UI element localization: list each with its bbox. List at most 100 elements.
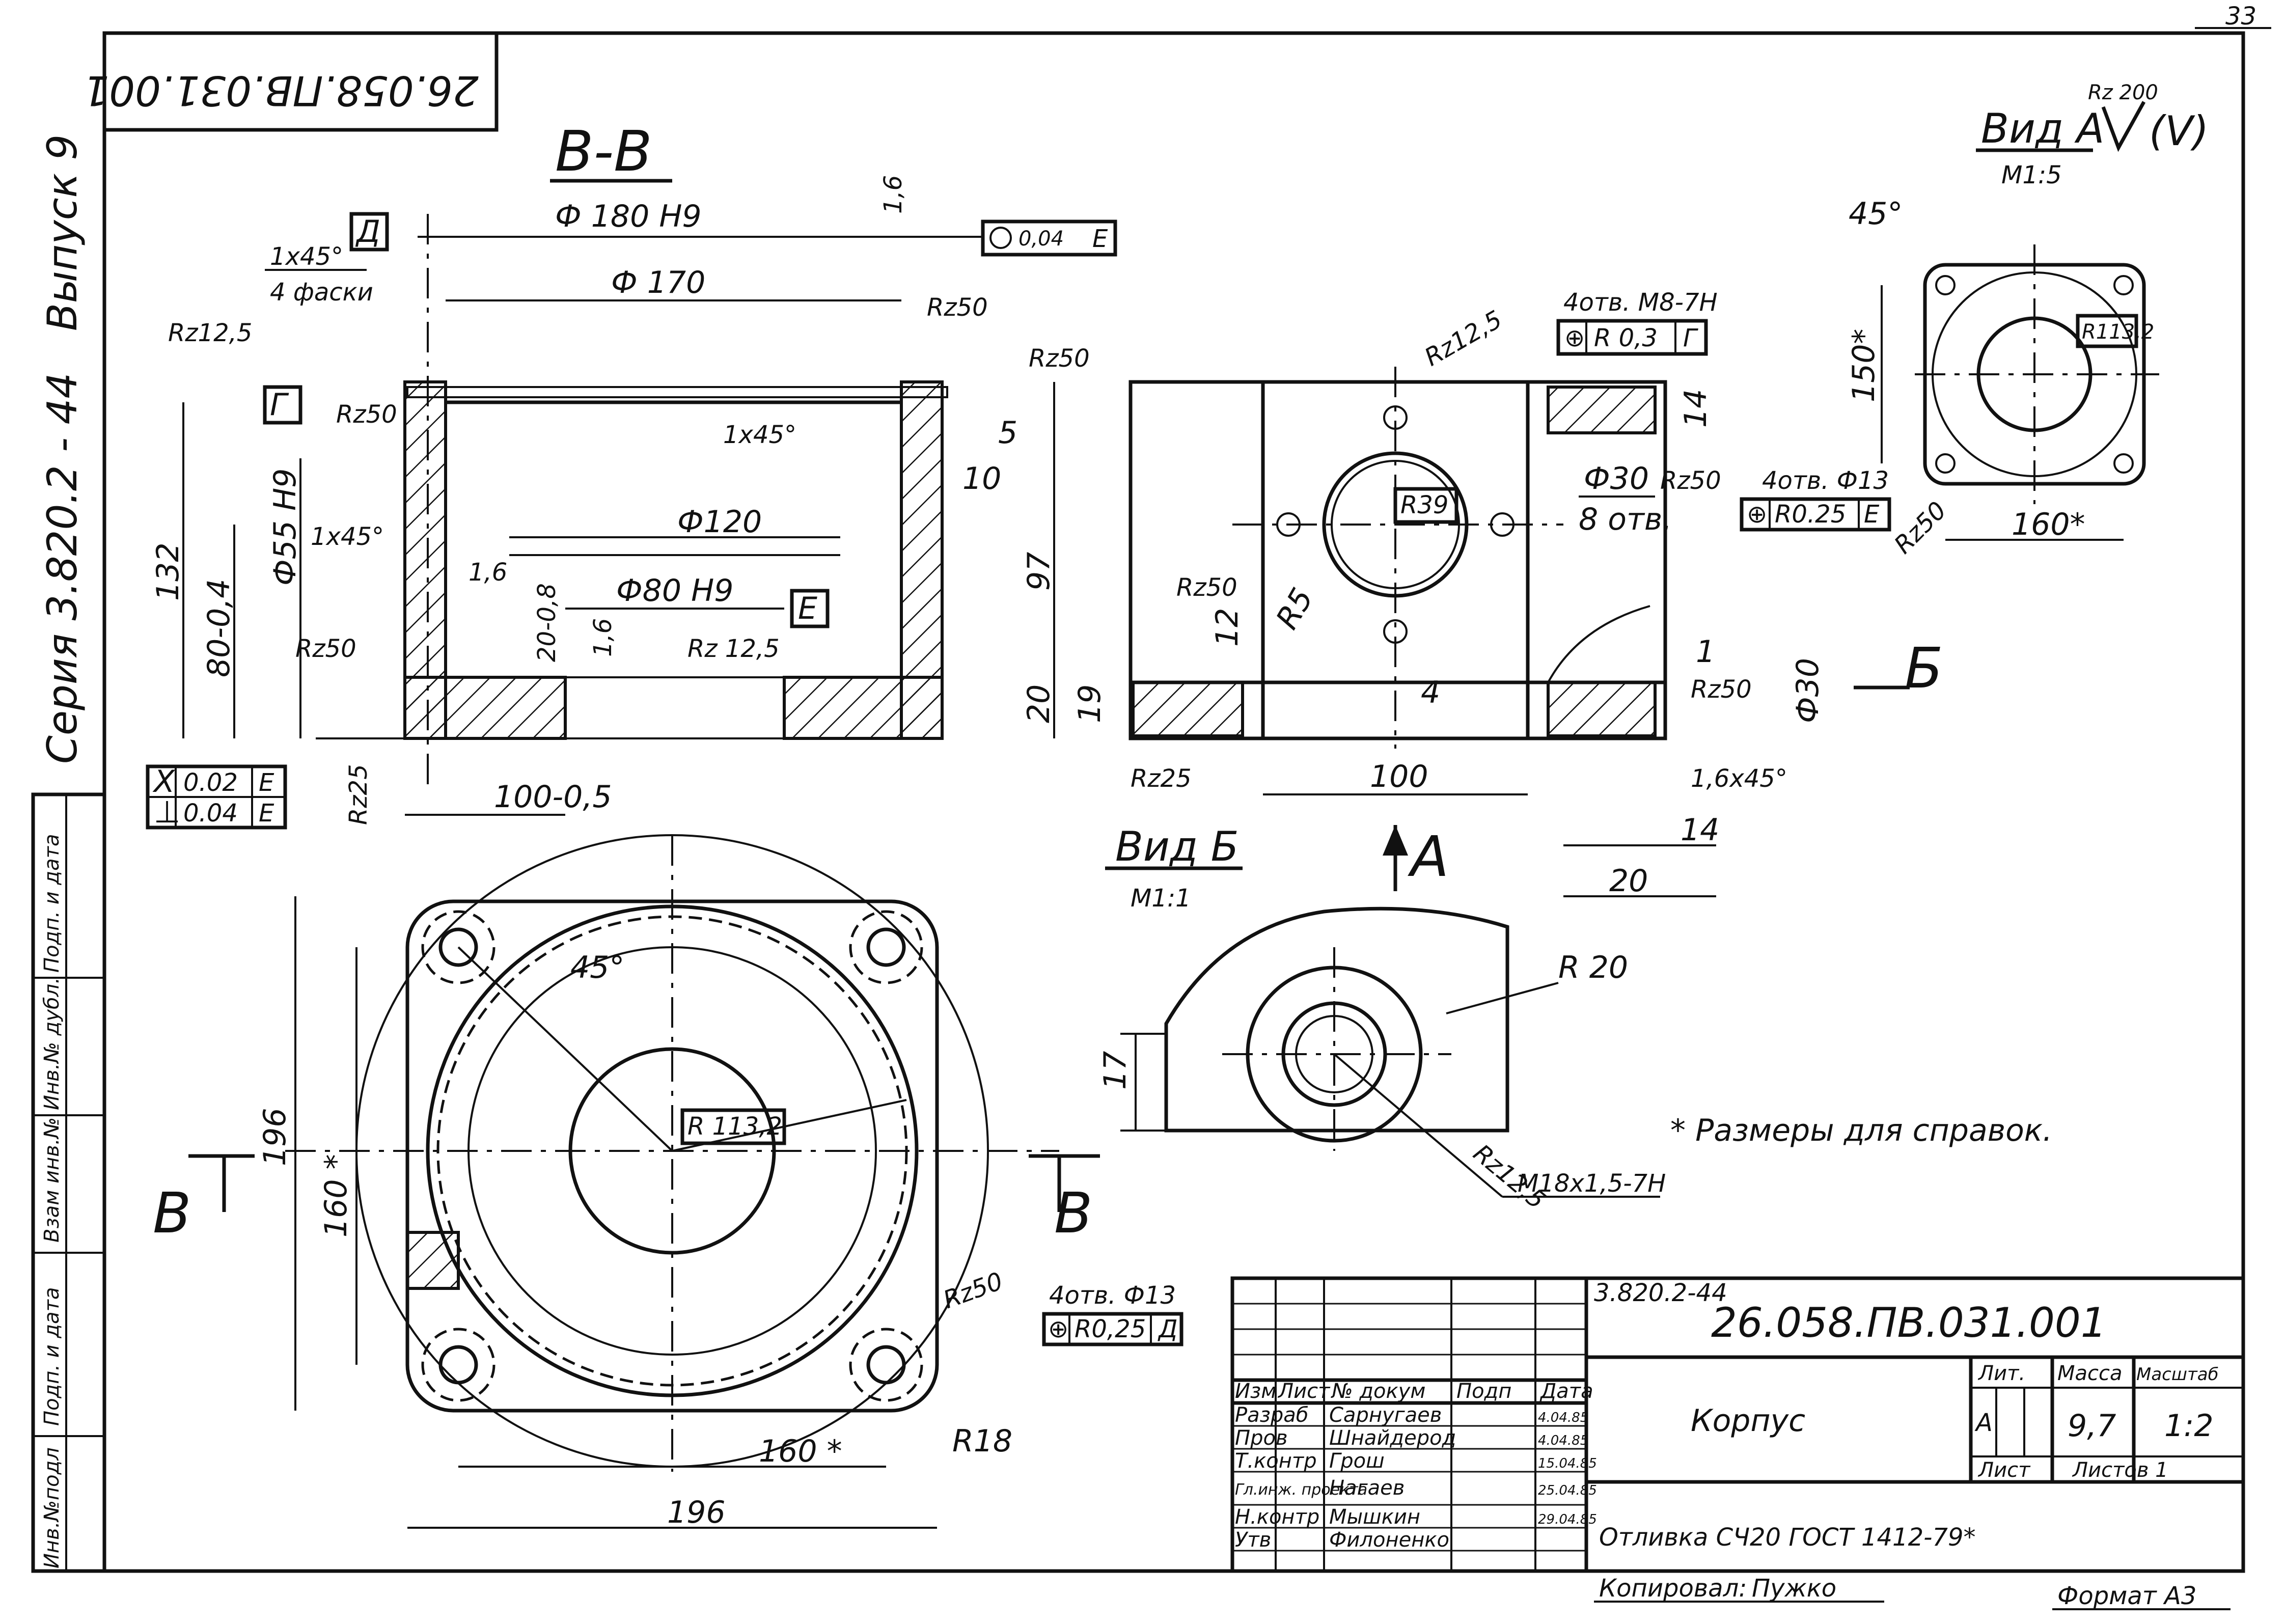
view-b: Вид Б М1:1 А 17 R 20 Rz12,5 М18х1,5-7Н xyxy=(1097,823,1666,1215)
tb-name-2: Грош xyxy=(1329,1449,1385,1473)
tb-series-code: 3.820.2-44 xyxy=(1594,1279,1727,1307)
side-chamfer: 1,6х45° xyxy=(1691,764,1787,793)
view-a-w160: 160* xyxy=(2012,507,2085,542)
tb-role-4: Н.контр xyxy=(1235,1505,1319,1529)
plan-arrow-v-left: В xyxy=(153,1180,191,1246)
side-rz50b: Rz50 xyxy=(1176,573,1237,602)
view-a-pos-tol: R0.25 xyxy=(1775,500,1846,529)
side-r39: R39 xyxy=(1400,491,1448,519)
tol2-value: 0.04 xyxy=(183,799,238,828)
tb-sheet-label: Лист xyxy=(1977,1458,2031,1482)
tb-name-1: Шнайдерод xyxy=(1329,1426,1456,1450)
view-a-angle: 45° xyxy=(1849,196,1903,232)
tb-header-date: Дата xyxy=(1539,1380,1593,1403)
side-w14: 14 xyxy=(1681,812,1719,848)
tb-role-5: Утв xyxy=(1235,1528,1271,1552)
side-h1: 1 xyxy=(1696,634,1715,670)
plan-holes: 4отв. Ф13 xyxy=(1049,1281,1176,1310)
tb-name-5: Филоненко xyxy=(1329,1528,1449,1552)
arrow-a-label: А xyxy=(1408,824,1449,889)
plan-view: R 113,2 45° 196 160 * 160 * 196 R18 Rz50… xyxy=(153,834,1183,1530)
tol-top-datum: Е xyxy=(1092,225,1108,253)
tb-doc-code: 26.058.ПВ.031.001 xyxy=(1711,1299,2107,1346)
sec-d180: Ф 180 Н9 xyxy=(555,199,702,234)
sec-rz50b: Rz50 xyxy=(1029,344,1090,373)
side-view: 100 97 20 19 12 14 1 4 Ф30 1,6х45° 14 20… xyxy=(1021,288,1943,899)
side-h20: 20 xyxy=(1021,684,1057,723)
view-a-roughness: Rz 200 xyxy=(2088,81,2158,104)
side-rz125: Rz12,5 xyxy=(1420,305,1507,372)
tb-header-podp: Подп xyxy=(1456,1380,1511,1403)
plan-w160: 160 * xyxy=(759,1434,842,1469)
sec-d170: Ф 170 xyxy=(611,265,705,300)
arrow-b-label: Б xyxy=(1905,636,1943,701)
tb-name-3: Нагаев xyxy=(1329,1476,1405,1500)
view-b-title: Вид Б xyxy=(1115,823,1239,870)
plan-pos-datum: Д xyxy=(1158,1315,1178,1343)
sec-r16c: 1,6 xyxy=(589,618,617,657)
sec-rz50c: Rz50 xyxy=(336,400,397,429)
sec-chamfer-note: 4 фаски xyxy=(270,278,373,307)
sec-chamfer3: 1х45° xyxy=(311,522,384,551)
strip-inv-podl: Инв.№подл xyxy=(40,1447,64,1568)
side-r5: R5 xyxy=(1269,582,1320,635)
side-pos-datum: Г xyxy=(1683,324,1698,352)
tb-sheets-label: Листов 1 xyxy=(2072,1458,2168,1482)
tb-material: Отливка СЧ20 ГОСТ 1412-79* xyxy=(1599,1523,1976,1552)
left-strip: Инв.№подл Подп. и дата Взам инв.№ Инв.№ … xyxy=(31,792,106,1573)
side-holes8: 8 отв. xyxy=(1579,502,1672,537)
side-rz50c: Rz50 xyxy=(1691,675,1752,704)
plan-h160: 160 * xyxy=(318,1154,354,1237)
plan-rz50: Rz50 xyxy=(940,1267,1007,1315)
side-rz50a: Rz50 xyxy=(1660,466,1721,495)
side-pos-tol: R 0,3 xyxy=(1594,324,1658,352)
view-b-r20: R 20 xyxy=(1558,950,1628,985)
title-block: Изм Лист № докум Подп Дата Разраб Сарнуг… xyxy=(1230,1276,2245,1573)
side-h19: 19 xyxy=(1072,684,1108,723)
strip-inv-dubl: Инв.№ дубл. xyxy=(40,977,64,1110)
view-b-h17: 17 xyxy=(1097,1051,1133,1090)
side-w100: 100 xyxy=(1370,759,1428,794)
sec-rz125: Rz12,5 xyxy=(168,319,252,347)
tb-lit-label: Лит. xyxy=(1977,1362,2025,1385)
tb-part-name: Корпус xyxy=(1691,1403,1805,1439)
view-a-scale: М1:5 xyxy=(2001,161,2062,189)
sec-s10: 10 xyxy=(962,461,1001,497)
rotated-code-stamp: 26.058.ПВ.031.001 xyxy=(83,31,499,132)
tb-header-list: Лист xyxy=(1277,1380,1331,1403)
plan-arrow-v-right: В xyxy=(1054,1180,1092,1246)
plan-r18: R18 xyxy=(952,1423,1012,1459)
tb-mass-value: 9,7 xyxy=(2068,1408,2116,1444)
tb-date-4: 29.04.85 xyxy=(1538,1512,1597,1527)
sec-w100: 100-0,5 xyxy=(494,779,612,815)
sec-h132: 132 xyxy=(150,542,186,601)
svg-text:⊕: ⊕ xyxy=(1048,1315,1068,1343)
view-a-pos-datum: Е xyxy=(1864,500,1880,529)
view-a: Вид А М1:5 Rz 200 (V) 150* 45° R113,2 16… xyxy=(1740,81,2209,559)
svg-text:⊕: ⊕ xyxy=(1564,324,1585,352)
sec-d120: Ф120 xyxy=(677,504,762,540)
strip-vzam-inv: Взам инв.№ xyxy=(40,1117,64,1243)
side-h4: 4 xyxy=(1421,675,1440,710)
sec-d55: Ф55 Н9 xyxy=(267,469,303,586)
tol1-value: 0.02 xyxy=(183,768,238,797)
sec-rz50a: Rz50 xyxy=(927,293,988,322)
sec-d80: Ф80 Н9 xyxy=(616,573,733,609)
tb-name-0: Сарнугаев xyxy=(1329,1403,1442,1427)
plan-pos-tol: R0,25 xyxy=(1075,1315,1146,1343)
datum-g: Г xyxy=(270,387,289,423)
tb-role-0: Разраб xyxy=(1235,1403,1308,1427)
plan-r113: R 113,2 xyxy=(687,1112,782,1141)
tb-date-3: 25.04.85 xyxy=(1538,1483,1597,1498)
tb-mass-label: Масса xyxy=(2057,1362,2123,1385)
sec-chamfer2: 1х45° xyxy=(723,421,796,449)
view-a-title: Вид А xyxy=(1981,105,2104,152)
side-w20: 20 xyxy=(1609,863,1648,899)
sec-h80: 80-0,4 xyxy=(201,579,237,677)
view-a-r113: R113,2 xyxy=(2082,320,2154,344)
tb-date-1: 4.04.85 xyxy=(1538,1433,1588,1448)
tb-role-2: Т.контр xyxy=(1235,1449,1317,1473)
view-a-h150: 150* xyxy=(1846,328,1882,402)
sec-rz50d: Rz50 xyxy=(295,635,356,663)
